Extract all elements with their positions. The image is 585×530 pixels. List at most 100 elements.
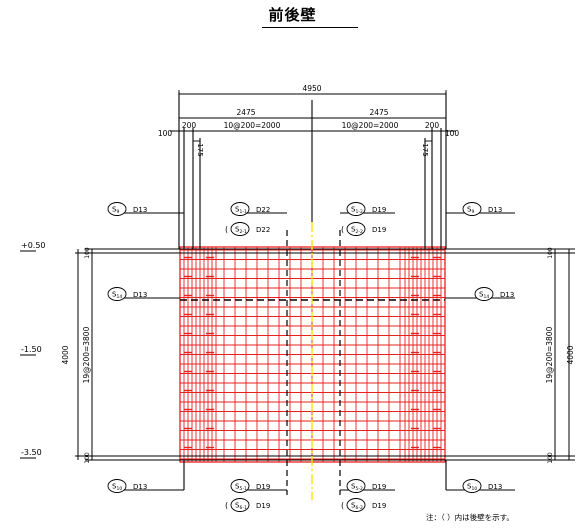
mark-subscript: 5-2 bbox=[356, 486, 363, 492]
mark-bar-size: D19 bbox=[372, 226, 386, 234]
mark-bar-size: D13 bbox=[133, 483, 147, 491]
mark-paren-open: ( bbox=[341, 225, 344, 234]
dim-bottom-margin-left: 100 bbox=[84, 452, 91, 464]
dim-right-half: 2475 bbox=[369, 108, 388, 117]
mark-bar-size: D19 bbox=[372, 483, 386, 491]
mark-circle bbox=[346, 222, 366, 236]
mark-letter: S bbox=[235, 206, 240, 214]
dim-right-inner: 175 bbox=[421, 143, 429, 156]
mark-subscript: 9 bbox=[472, 209, 475, 215]
mark-circle bbox=[230, 479, 250, 493]
level-top: +0.50 bbox=[21, 241, 46, 250]
top-dimensions bbox=[170, 90, 456, 142]
mark-subscript: 5-1 bbox=[240, 486, 247, 492]
mark-letter: S bbox=[467, 483, 472, 491]
drawing-title: 前後壁 bbox=[268, 6, 317, 24]
dim-right-edge: 100 bbox=[445, 129, 460, 138]
mark-circle bbox=[462, 479, 482, 493]
mark-subscript: 1-1 bbox=[240, 209, 247, 215]
mark-paren-open: ( bbox=[225, 501, 228, 510]
mark-subscript: 2-1 bbox=[240, 229, 247, 235]
mark-paren-open: ( bbox=[225, 225, 228, 234]
mark-bar-size: D13 bbox=[488, 483, 502, 491]
level-middle: -1.50 bbox=[21, 345, 42, 354]
mark-circle bbox=[107, 479, 127, 493]
mark-circle bbox=[346, 479, 366, 493]
dim-overall-width: 4950 bbox=[302, 84, 321, 93]
dim-left-half: 2475 bbox=[236, 108, 255, 117]
mark-subscript: 6-1 bbox=[240, 505, 247, 511]
mark-subscript: 1-2 bbox=[356, 209, 363, 215]
dim-height-pitch-left: 19@200=3800 bbox=[82, 326, 91, 383]
mark-circle bbox=[107, 287, 127, 301]
mark-bar-size: D13 bbox=[488, 206, 502, 214]
dim-top-margin-right: 100 bbox=[547, 247, 554, 259]
dim-right-cover: 200 bbox=[425, 121, 440, 130]
dim-left-inner: 175 bbox=[196, 143, 204, 156]
mark-bar-size: D13 bbox=[500, 291, 514, 299]
mark-circle bbox=[462, 202, 482, 216]
mark-subscript: 14 bbox=[117, 294, 123, 300]
dim-left-pitch: 10@200=2000 bbox=[224, 121, 281, 130]
mark-bar-size: D19 bbox=[256, 502, 270, 510]
wall-outline bbox=[20, 248, 575, 461]
dim-left-edge: 100 bbox=[158, 129, 173, 138]
mark-bar-size: D19 bbox=[372, 206, 386, 214]
dim-bottom-margin-right: 100 bbox=[547, 452, 554, 464]
mark-letter: S bbox=[351, 226, 356, 234]
mark-bar-size: D19 bbox=[256, 483, 270, 491]
title-underline bbox=[262, 27, 358, 28]
mark-letter: S bbox=[112, 483, 117, 491]
mark-letter: S bbox=[351, 483, 356, 491]
dim-height-left: 4000 bbox=[61, 345, 70, 364]
mark-circle bbox=[346, 498, 366, 512]
level-bottom: -3.50 bbox=[21, 448, 42, 457]
mark-letter: S bbox=[112, 291, 117, 299]
mark-subscript: 2-2 bbox=[356, 229, 363, 235]
mark-letter: S bbox=[351, 206, 356, 214]
dim-right-pitch: 10@200=2000 bbox=[342, 121, 399, 130]
mark-bar-size: D13 bbox=[133, 206, 147, 214]
mark-letter: S bbox=[112, 206, 117, 214]
mark-bar-size: D22 bbox=[256, 226, 270, 234]
mark-bar-size: D13 bbox=[133, 291, 147, 299]
mark-subscript: 14 bbox=[484, 294, 490, 300]
drawing-note: 注：（ ）内は後壁を示す。 bbox=[426, 513, 514, 522]
dim-top-margin-left: 100 bbox=[84, 247, 91, 259]
mark-circle bbox=[230, 222, 250, 236]
mark-circle bbox=[107, 202, 127, 216]
dimension-texts: 4950 2475 2475 100 200 10@200=2000 10@20… bbox=[61, 84, 575, 464]
mark-letter: S bbox=[235, 502, 240, 510]
mark-circle bbox=[230, 498, 250, 512]
mark-circle bbox=[230, 202, 250, 216]
mark-letter: S bbox=[351, 502, 356, 510]
mark-subscript: 10 bbox=[117, 486, 123, 492]
dim-height-right: 4000 bbox=[566, 345, 575, 364]
mark-subscript: 9 bbox=[117, 209, 120, 215]
mark-subscript: 10 bbox=[472, 486, 478, 492]
mark-bar-size: D19 bbox=[372, 502, 386, 510]
mark-subscript: 6-2 bbox=[356, 505, 363, 511]
dim-left-cover: 200 bbox=[182, 121, 197, 130]
mark-letter: S bbox=[235, 483, 240, 491]
mark-letter: S bbox=[467, 206, 472, 214]
mark-letter: S bbox=[235, 226, 240, 234]
mark-circle bbox=[346, 202, 366, 216]
